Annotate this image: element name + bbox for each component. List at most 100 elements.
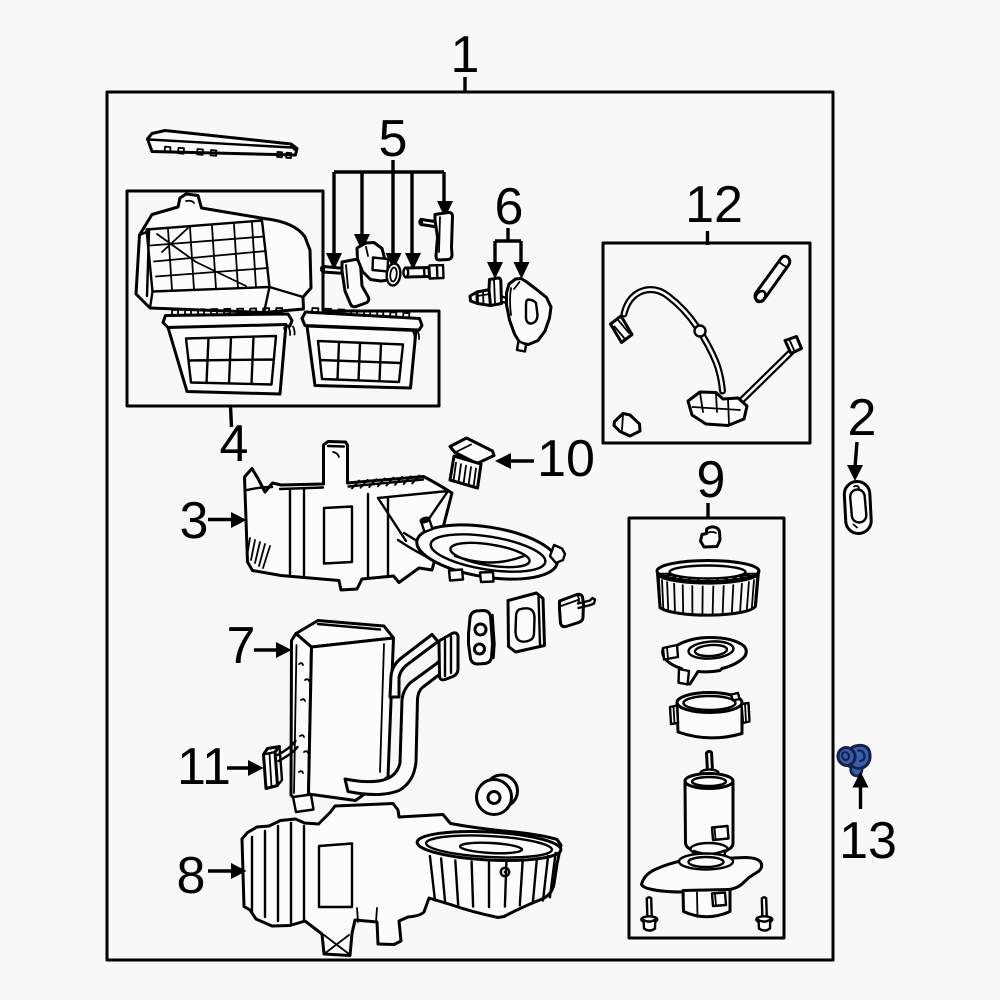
blower-cylinder-path-1 — [675, 703, 744, 740]
bracket-two-hole-circle-4 — [473, 642, 486, 656]
blower-ring — [661, 636, 748, 686]
resistor-part — [448, 436, 496, 490]
filter-housing-part — [134, 192, 313, 314]
callout-4[interactable]: 4 — [220, 405, 249, 473]
upper-case-part-path-2 — [278, 444, 425, 491]
grommet-wheel — [475, 773, 519, 816]
wire-harness-circle-3 — [693, 324, 707, 338]
knob-grommet — [558, 592, 597, 629]
blower-clip-path-2 — [705, 530, 717, 535]
gasket-part — [842, 480, 873, 535]
evaporator-part-path-12 — [443, 635, 453, 678]
filter-housing-part-path-7 — [185, 199, 195, 204]
callout-6-arrow-1 — [487, 262, 503, 279]
door-lever-pin-path-3 — [422, 266, 426, 278]
cowl-vent-strip-path-3 — [163, 145, 293, 159]
mount-stud-right-path-3 — [757, 918, 772, 932]
lower-case-part-path-3 — [317, 842, 354, 909]
blower-ring-path-2 — [661, 643, 680, 661]
cowl-vent-strip-path-2 — [147, 138, 296, 151]
upper-case-tray-path-8 — [447, 568, 495, 584]
blower-wheel-path-4 — [656, 571, 760, 585]
callout-5-label[interactable]: 5 — [379, 110, 408, 168]
callout-11-label[interactable]: 11 — [177, 738, 231, 796]
callout-6-label[interactable]: 6 — [495, 178, 524, 236]
callout-1-label[interactable]: 1 — [451, 26, 480, 84]
blower-wheel — [655, 559, 761, 617]
callout-13-arrow — [852, 771, 869, 788]
callout-9-label[interactable]: 9 — [697, 451, 726, 509]
lower-case-part-path-10 — [323, 934, 350, 955]
callout-10-label[interactable]: 10 — [537, 430, 595, 488]
blower-motor-path-7 — [713, 827, 717, 840]
callout-7-arrow — [276, 642, 292, 658]
highlighted-clip-part[interactable] — [835, 743, 872, 778]
callout-5[interactable]: 5 — [326, 110, 453, 270]
lower-case-part-path-2 — [250, 821, 306, 926]
mount-stud-right-path-1 — [760, 896, 768, 920]
callout-13[interactable]: 13 — [839, 771, 897, 871]
upper-case-part-path-3 — [332, 451, 340, 458]
lower-case-part-path-7 — [428, 851, 557, 909]
upper-case-part-path-4 — [351, 474, 421, 490]
callout-7[interactable]: 7 — [227, 617, 292, 675]
clip-left-lobe[interactable] — [835, 745, 857, 768]
callout-2-label[interactable]: 2 — [848, 389, 877, 447]
callout-12[interactable]: 12 — [685, 176, 743, 245]
door-lever-pin — [402, 263, 445, 280]
blower-ring-path-3 — [666, 646, 669, 660]
lower-case-part — [240, 802, 563, 957]
wire-harness-path-9 — [789, 340, 795, 351]
door-lever-pin-ellipse-2 — [402, 266, 410, 279]
callout-1[interactable]: 1 — [451, 26, 480, 92]
wire-harness-path-2 — [622, 288, 724, 393]
callout-8-label[interactable]: 8 — [177, 847, 206, 905]
actuator-small-path-5 — [493, 278, 496, 305]
callout-4-tick — [228, 405, 234, 428]
upper-case-part-path-5 — [288, 486, 390, 579]
callout-11[interactable]: 11 — [177, 738, 264, 796]
door-lever-c-path-4 — [438, 216, 441, 253]
blower-mount — [640, 852, 764, 919]
filter-screen-left-path-4 — [184, 334, 278, 386]
wire-harness — [609, 254, 803, 438]
wire-harness-path-5 — [613, 319, 630, 340]
box-4-outline — [125, 189, 441, 408]
callout-3[interactable]: 3 — [180, 492, 247, 550]
bracket-two-hole — [467, 609, 496, 666]
knob-grommet-path-1 — [558, 592, 585, 629]
evaporator-part-path-8 — [291, 793, 315, 814]
bracket-two-hole-path-2 — [491, 613, 496, 660]
callout-9[interactable]: 9 — [697, 451, 726, 517]
upper-case-part-path-10 — [245, 485, 274, 492]
callout-2-arrow — [847, 465, 863, 481]
filter-screen-left-path-2 — [171, 307, 284, 316]
door-lever-ring-ellipse-2 — [389, 266, 398, 283]
callout-12-label[interactable]: 12 — [685, 176, 743, 234]
filter-screen-right-path-1 — [300, 310, 424, 332]
bracket-two-hole-path-1 — [467, 609, 494, 666]
callout-13-label[interactable]: 13 — [839, 812, 897, 870]
callout-10[interactable]: 10 — [495, 430, 595, 488]
filter-housing-part-path-5 — [156, 227, 247, 287]
callout-2[interactable]: 2 — [847, 389, 876, 481]
filter-screen-right — [300, 307, 424, 390]
callout-4-label[interactable]: 4 — [220, 415, 249, 473]
callout-7-label[interactable]: 7 — [227, 617, 256, 675]
actuator-small — [468, 276, 508, 307]
door-lever-c-path-3 — [433, 210, 454, 262]
lower-case-part-ellipse-6 — [458, 841, 524, 855]
clip-left-lobe-hole — [840, 750, 851, 762]
callout-6-leaders — [493, 228, 523, 263]
callout-3-label[interactable]: 3 — [180, 492, 209, 550]
callout-6[interactable]: 6 — [487, 178, 530, 279]
mount-stud-left-path-1 — [645, 896, 653, 920]
blower-ring-path-6 — [677, 667, 691, 686]
gasket-part-path-3 — [852, 484, 860, 529]
actuator-large-path-4 — [515, 339, 528, 353]
callout-8[interactable]: 8 — [177, 847, 247, 905]
blower-cylinder-path-7 — [744, 702, 747, 723]
door-lever-b-path-2 — [371, 256, 390, 273]
blower-wheel-ellipse-5 — [668, 564, 747, 580]
